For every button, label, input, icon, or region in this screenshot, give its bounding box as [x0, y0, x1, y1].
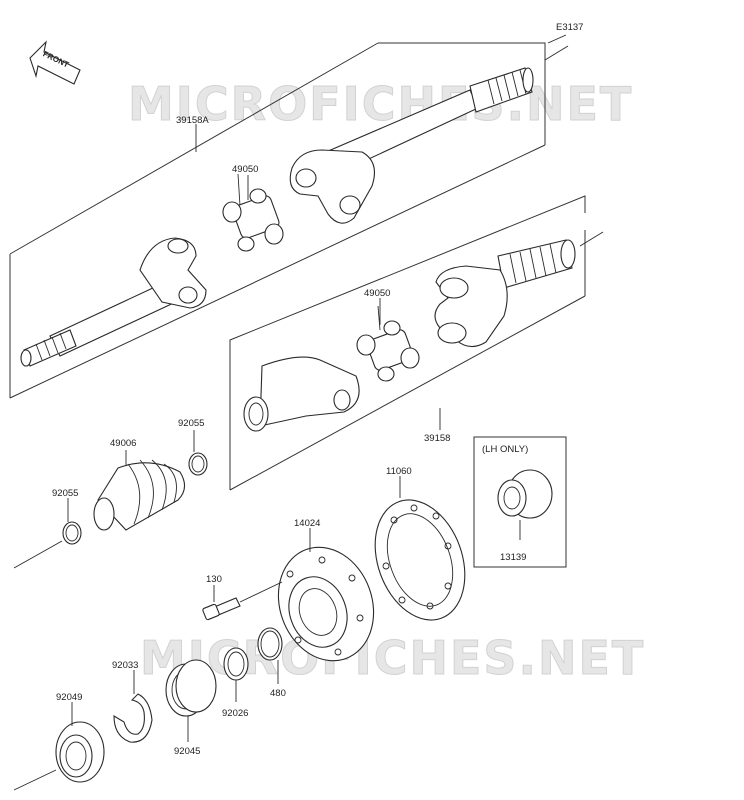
- label-130: 130: [206, 574, 222, 585]
- label-92045: 92045: [174, 746, 200, 757]
- gasket: [374, 499, 466, 621]
- band-left: [62, 521, 82, 545]
- upper-shaft-right: [289, 67, 534, 224]
- label-39158: 39158: [424, 433, 450, 444]
- snap-ring: [113, 693, 153, 743]
- housing: [277, 546, 375, 662]
- collar-lh: [497, 469, 553, 519]
- label-480: 480: [270, 688, 286, 699]
- centerline-bottom: [13, 769, 57, 791]
- front-arrow-icon: FRONT: [29, 40, 81, 85]
- lower-shaft-left: [243, 356, 360, 432]
- cross-joint-lower: [356, 305, 420, 382]
- label-92033: 92033: [112, 660, 138, 671]
- label-49050-upper: 49050: [232, 164, 258, 175]
- shim: [223, 647, 249, 681]
- lower-shaft-right: [434, 239, 576, 348]
- watermark-top: MICROFICHES.NET: [128, 77, 633, 131]
- diagram-code: E3137: [556, 22, 583, 33]
- label-92055-left: 92055: [52, 488, 78, 499]
- upper-shaft-left: [20, 237, 207, 367]
- shaft-assembly-outline: [229, 195, 604, 491]
- lh-only-box: [473, 436, 567, 568]
- band-right: [188, 452, 208, 476]
- circlip: [257, 627, 283, 661]
- label-49006: 49006: [110, 438, 136, 449]
- bearing: [165, 659, 217, 717]
- label-92049: 92049: [56, 692, 82, 703]
- leader-lines: [67, 124, 441, 742]
- label-92026: 92026: [222, 708, 248, 719]
- lh-only-label: (LH ONLY): [482, 444, 528, 455]
- centerline-left: [13, 540, 63, 569]
- oil-seal: [55, 721, 105, 783]
- cross-joint-upper: [222, 173, 284, 252]
- label-14024: 14024: [294, 518, 320, 529]
- boot: [93, 459, 186, 531]
- bolt: [202, 581, 283, 621]
- watermark-bottom: MICROFICHES.NET: [140, 631, 645, 685]
- label-49050-lower: 49050: [364, 288, 390, 299]
- label-39158a: 39158A: [176, 115, 209, 126]
- label-11060: 11060: [386, 466, 412, 477]
- label-92055-right: 92055: [178, 418, 204, 429]
- shaft-assembly-a-outline: [9, 34, 569, 399]
- label-13139: 13139: [500, 552, 526, 563]
